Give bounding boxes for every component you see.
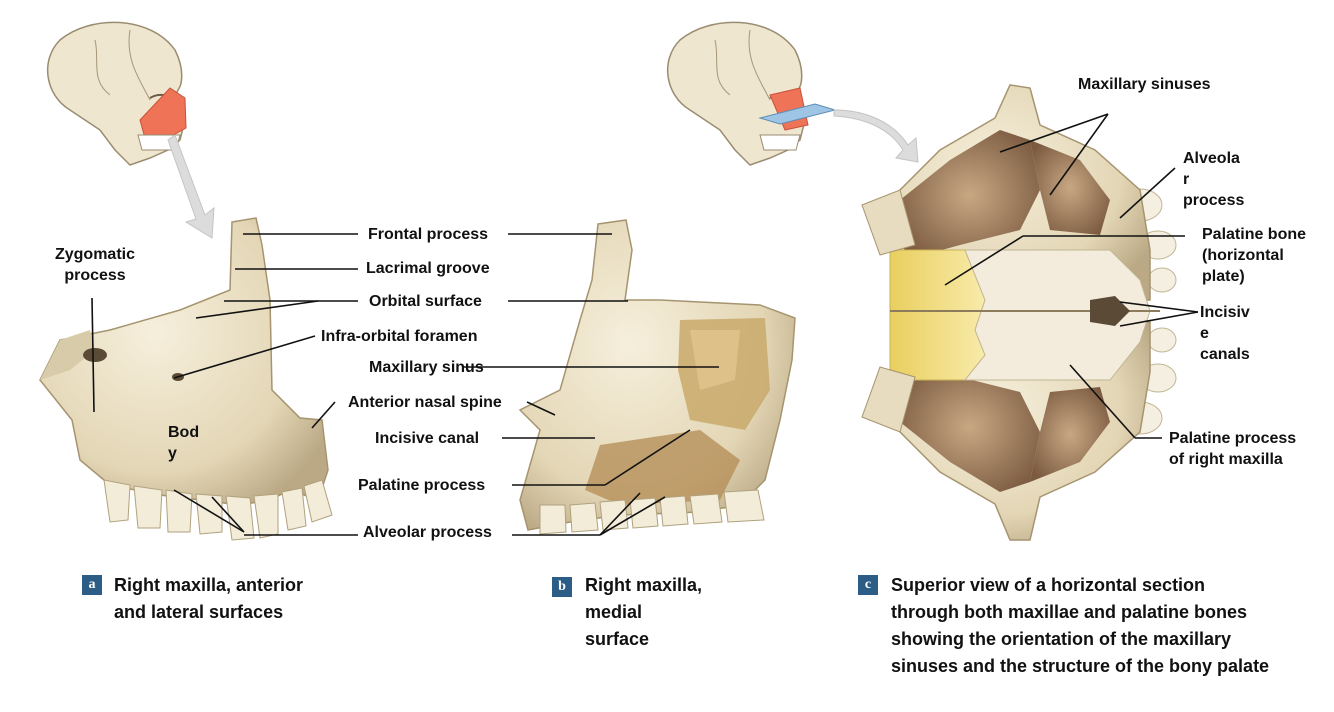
label-line: Alveola bbox=[1183, 150, 1240, 167]
label-lacrimal-groove: Lacrimal groove bbox=[366, 260, 490, 277]
label-maxillary-sinus: Maxillary sinus bbox=[369, 359, 484, 376]
palate-section bbox=[861, 84, 1177, 541]
label-line: Palatine bone bbox=[1202, 226, 1307, 243]
skull-c bbox=[666, 21, 837, 166]
label-line: Zygomatic bbox=[54, 246, 135, 263]
caption-b: Right maxilla, medial surface bbox=[585, 572, 702, 653]
label-line: canals bbox=[1200, 346, 1250, 363]
label-incisive-canals: Incisiv e canals bbox=[1200, 302, 1250, 365]
panel-badge-a: a bbox=[82, 575, 102, 595]
label-line: r bbox=[1183, 171, 1190, 188]
label-line: process bbox=[1183, 192, 1245, 209]
leader-lines bbox=[91, 113, 1199, 536]
maxilla-anterior-bone bbox=[39, 217, 333, 541]
caption-line: and lateral surfaces bbox=[114, 602, 284, 622]
label-line: (horizontal bbox=[1202, 247, 1284, 264]
panel-badge-b: b bbox=[552, 577, 572, 597]
label-line: of right maxilla bbox=[1169, 451, 1283, 468]
label-line: Incisiv bbox=[1200, 304, 1250, 321]
label-palatine-process-right: Palatine process of right maxilla bbox=[1169, 428, 1296, 470]
label-body: Bod y bbox=[168, 422, 199, 464]
caption-line: through both maxillae and palatine bones bbox=[891, 602, 1248, 622]
caption-line: Right maxilla, anterior bbox=[114, 575, 304, 595]
maxilla-medial-bone bbox=[518, 219, 796, 535]
label-orbital-surface: Orbital surface bbox=[369, 293, 482, 310]
pointer-arrow-a bbox=[167, 134, 215, 239]
label-zygomatic-process: Zygomatic process bbox=[50, 244, 140, 286]
label-line: process bbox=[64, 267, 126, 284]
caption-a: Right maxilla, anterior and lateral surf… bbox=[114, 572, 303, 626]
label-frontal-process: Frontal process bbox=[368, 226, 489, 243]
label-line: Palatine process bbox=[1169, 430, 1297, 447]
label-alveolar-process: Alveolar process bbox=[363, 524, 492, 541]
caption-c: Superior view of a horizontal section th… bbox=[891, 572, 1269, 680]
label-palatine-bone: Palatine bone (horizontal plate) bbox=[1202, 224, 1306, 287]
caption-line: sinuses and the structure of the bony pa… bbox=[891, 656, 1270, 676]
caption-line: showing the orientation of the maxillary bbox=[891, 629, 1232, 649]
label-line: e bbox=[1200, 325, 1209, 342]
pointer-arrow-c bbox=[833, 109, 919, 163]
label-maxillary-sinuses: Maxillary sinuses bbox=[1078, 76, 1211, 93]
caption-line: Right maxilla, bbox=[585, 575, 703, 595]
skull-a bbox=[46, 21, 187, 166]
label-palatine-process: Palatine process bbox=[358, 477, 486, 494]
caption-line: medial bbox=[585, 602, 643, 622]
caption-line: surface bbox=[585, 629, 650, 649]
label-alveolar-process-c: Alveola r process bbox=[1183, 148, 1244, 211]
label-infraorbital-foramen: Infra-orbital foramen bbox=[321, 328, 478, 345]
caption-line: Superior view of a horizontal section bbox=[891, 575, 1206, 595]
label-anterior-nasal-spine: Anterior nasal spine bbox=[348, 394, 502, 411]
label-incisive-canal: Incisive canal bbox=[375, 430, 480, 447]
label-line: plate) bbox=[1202, 268, 1245, 285]
panel-badge-c: c bbox=[858, 575, 878, 595]
label-line: y bbox=[168, 445, 177, 462]
label-line: Bod bbox=[168, 424, 200, 441]
